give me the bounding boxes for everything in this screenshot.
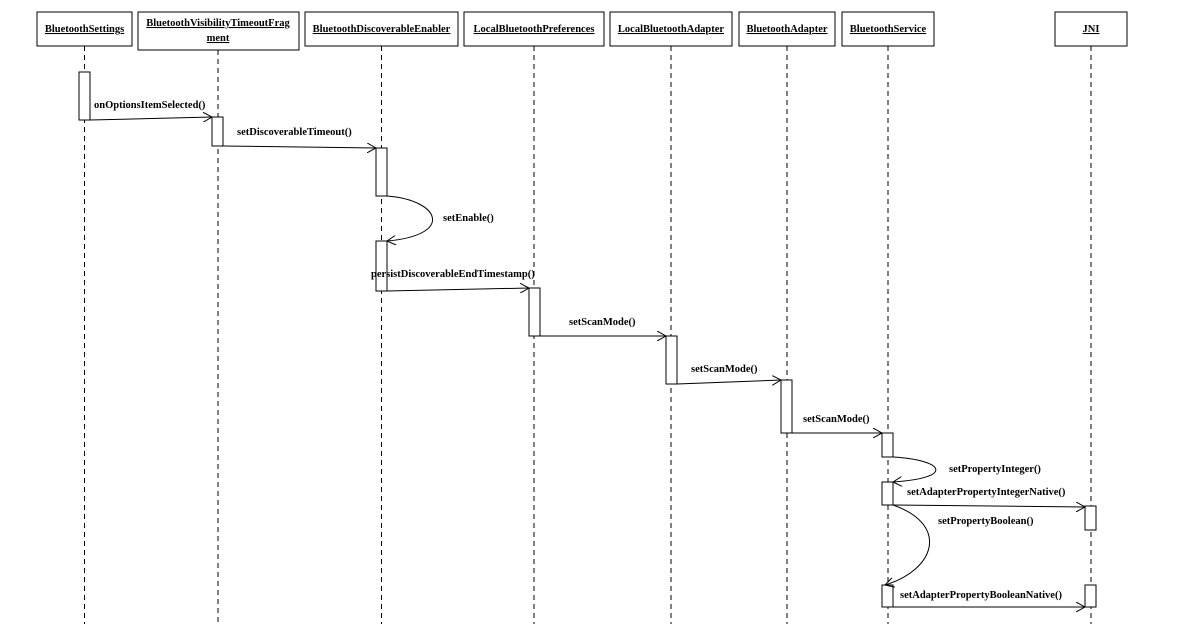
message-persist-discoverable-end-timestamp: persistDiscoverableEndTimestamp() — [371, 269, 535, 291]
message-label: setPropertyBoolean() — [938, 516, 1034, 527]
activation-bar — [881, 481, 894, 506]
message-label: setPropertyInteger() — [949, 464, 1041, 475]
message-label: setAdapterPropertyBooleanNative() — [900, 590, 1062, 601]
participant-label-line2: ment — [207, 33, 230, 44]
participant-local-bluetooth-adapter: LocalBluetoothAdapter — [609, 11, 733, 47]
participant-jni: JNI — [1054, 11, 1128, 47]
message-set-scan-mode-1: setScanMode() — [540, 317, 666, 336]
participant-bluetooth-adapter: BluetoothAdapter — [738, 11, 836, 47]
message-label: persistDiscoverableEndTimestamp() — [371, 269, 535, 280]
message-label: setScanMode() — [691, 364, 758, 375]
message-set-discoverable-timeout: setDiscoverableTimeout() — [222, 127, 376, 148]
participant-bluetooth-settings: BluetoothSettings — [36, 11, 133, 47]
message-set-adapter-property-boolean-native: setAdapterPropertyBooleanNative() — [893, 590, 1085, 607]
participant-label: BluetoothSettings — [45, 24, 124, 35]
message-set-scan-mode-2: setScanMode() — [676, 364, 781, 384]
activation-bar — [1084, 584, 1097, 608]
activation-bar — [375, 240, 388, 292]
message-label: setDiscoverableTimeout() — [237, 127, 352, 138]
participant-local-bluetooth-preferences: LocalBluetoothPreferences — [463, 11, 605, 47]
message-set-scan-mode-3: setScanMode() — [792, 414, 882, 433]
message-set-property-boolean: setPropertyBoolean() — [885, 504, 1034, 585]
message-set-property-integer: setPropertyInteger() — [893, 456, 1041, 482]
participant-bluetooth-service: BluetoothService — [841, 11, 935, 47]
activation-bar — [881, 584, 894, 608]
participant-label: LocalBluetoothAdapter — [618, 24, 725, 35]
message-label: setEnable() — [443, 213, 494, 224]
message-label: setScanMode() — [569, 317, 636, 328]
activation-bar — [375, 147, 388, 197]
participant-label: BluetoothService — [850, 24, 927, 35]
activation-bar — [78, 71, 91, 121]
message-label: setScanMode() — [803, 414, 870, 425]
message-on-options-item-selected: onOptionsItemSelected() — [89, 100, 212, 120]
activation-bar — [528, 287, 541, 337]
activation-bar — [211, 116, 224, 147]
message-set-adapter-property-integer-native: setAdapterPropertyIntegerNative() — [892, 487, 1085, 507]
participant-label: LocalBluetoothPreferences — [474, 24, 595, 35]
message-label: onOptionsItemSelected() — [94, 100, 206, 111]
message-set-enable: setEnable() — [387, 195, 494, 241]
activation-bar — [881, 432, 894, 458]
participant-label: BluetoothAdapter — [746, 24, 827, 35]
activation-bar — [665, 335, 678, 385]
participant-label: BluetoothDiscoverableEnabler — [313, 24, 451, 35]
participant-label: JNI — [1083, 24, 1100, 35]
activation-bar — [1084, 505, 1097, 531]
activation-bar — [780, 379, 793, 434]
participant-discoverable-enabler: BluetoothDiscoverableEnabler — [304, 11, 459, 47]
participant-label: BluetoothVisibilityTimeoutFrag — [146, 18, 290, 29]
participant-visibility-timeout-fragment: BluetoothVisibilityTimeoutFrag ment — [137, 11, 300, 51]
message-label: setAdapterPropertyIntegerNative() — [907, 487, 1066, 498]
